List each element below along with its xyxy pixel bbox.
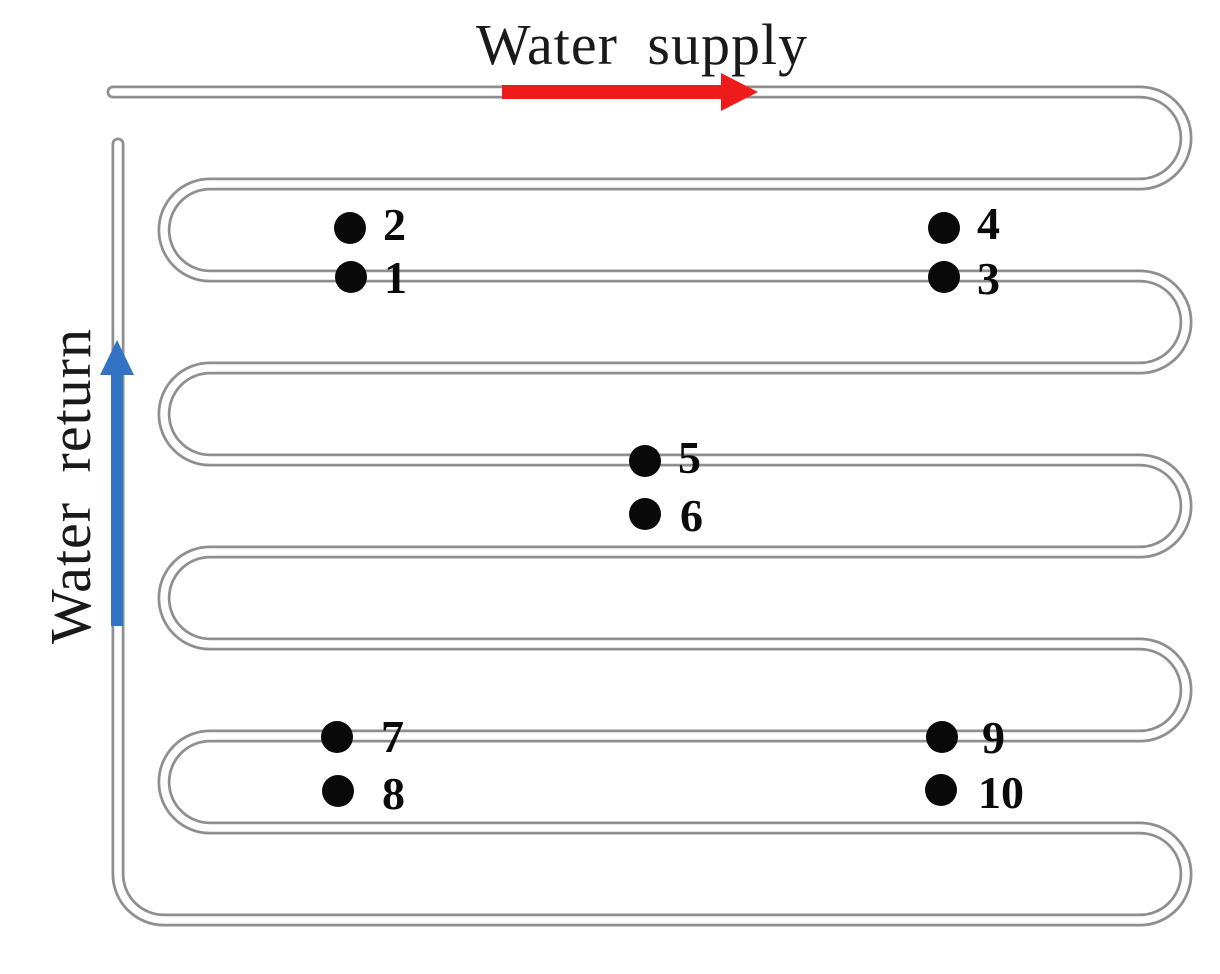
sensor-point-9: 9: [926, 712, 1005, 763]
supply-arrow-head: [721, 73, 758, 111]
return-label: Water return: [38, 328, 103, 644]
sensor-dot: [321, 721, 353, 753]
return-arrow-head: [100, 340, 134, 375]
sensor-label: 10: [978, 767, 1024, 818]
sensor-label: 3: [977, 253, 1000, 304]
sensor-dot: [926, 721, 958, 753]
sensor-point-5: 5: [629, 432, 701, 483]
sensor-dot: [322, 775, 354, 807]
sensor-dot: [925, 774, 957, 806]
sensor-label: 7: [381, 711, 404, 762]
sensor-point-3: 3: [928, 253, 1000, 304]
sensor-dot: [335, 261, 367, 293]
sensor-label: 9: [982, 712, 1005, 763]
sensor-label: 8: [382, 768, 405, 819]
return-arrow-icon: [100, 340, 134, 626]
sensor-label: 5: [678, 432, 701, 483]
supply-label: Water supply: [476, 12, 808, 77]
sensor-dot: [629, 498, 661, 530]
sensor-point-4: 4: [928, 198, 1000, 249]
return-arrow-shaft: [111, 372, 123, 626]
sensor-point-10: 10: [925, 767, 1024, 818]
sensor-label: 1: [384, 252, 407, 303]
sensor-point-8: 8: [322, 768, 405, 819]
sensor-point-2: 2: [334, 199, 406, 250]
sensor-label: 2: [383, 199, 406, 250]
supply-arrow-icon: [502, 73, 758, 111]
sensor-point-6: 6: [629, 490, 703, 541]
supply-arrow-shaft: [502, 85, 724, 99]
sensor-dot: [928, 212, 960, 244]
sensor-dot: [334, 212, 366, 244]
sensor-dot: [928, 261, 960, 293]
sensor-dot: [629, 445, 661, 477]
sensor-point-1: 1: [335, 252, 407, 303]
sensor-label: 4: [977, 198, 1000, 249]
pipe-inner: [109, 88, 1190, 924]
sensor-label: 6: [680, 490, 703, 541]
sensor-point-7: 7: [321, 711, 404, 762]
